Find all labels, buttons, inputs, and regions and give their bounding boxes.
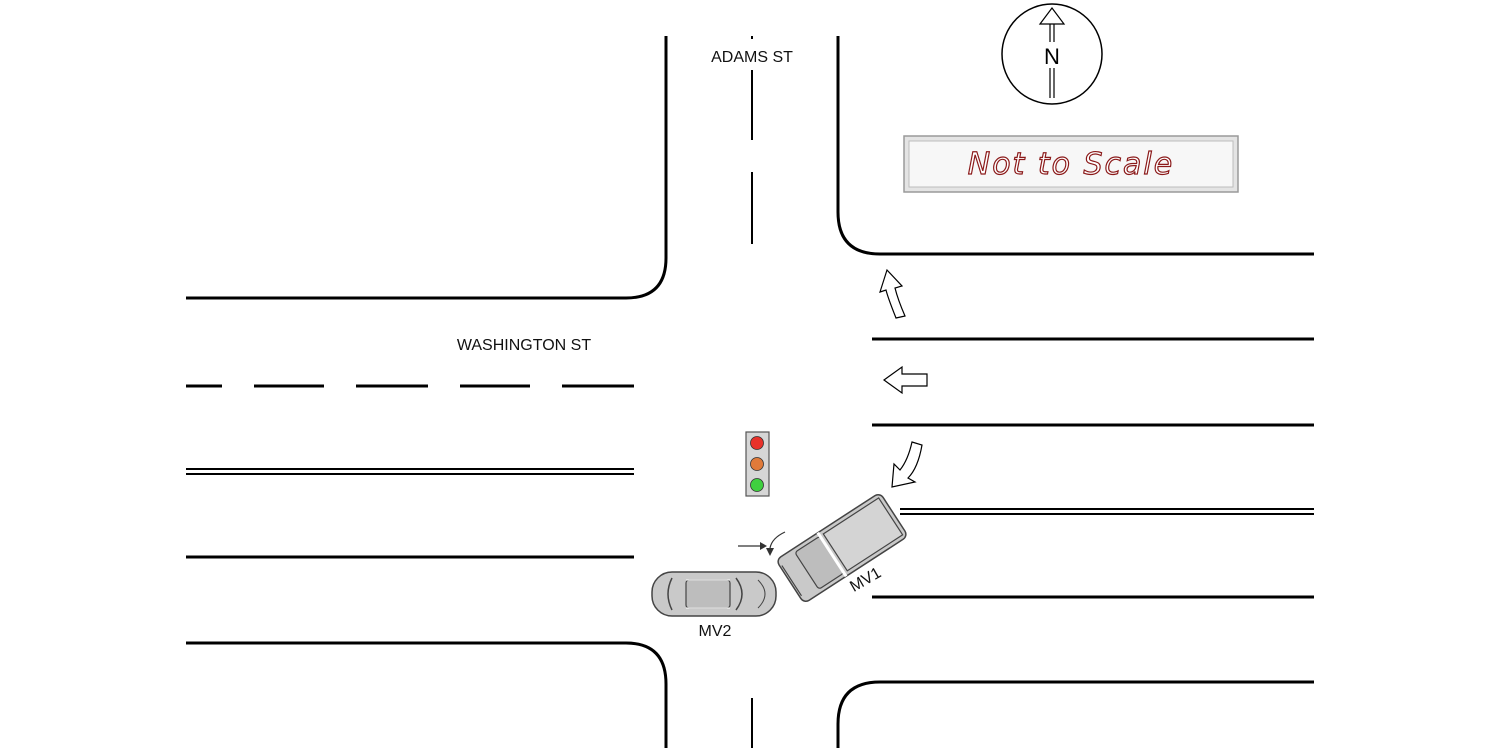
amber-light — [750, 457, 764, 471]
adams-st-label: ADAMS ST — [711, 49, 793, 66]
left-turn-arrow — [891, 441, 923, 488]
red-light — [750, 436, 764, 450]
washington-st-label: WASHINGTON ST — [457, 337, 591, 354]
adams-st-south-east-curb — [836, 680, 1314, 748]
washington-st-east-lane-lines — [872, 337, 1314, 599]
north-arrow-compass: N — [1001, 3, 1103, 105]
mv2-label: MV2 — [699, 623, 732, 640]
compass-letter: N — [1044, 44, 1060, 69]
straight-west-arrow — [882, 365, 928, 395]
adams-st-north-west-curb — [186, 36, 668, 300]
mv2-sedan — [651, 571, 777, 617]
not-to-scale-text: Not to Scale — [968, 147, 1174, 182]
adams-st-south-west-curb — [186, 641, 668, 748]
mv1-pickup-truck — [777, 493, 907, 603]
u-turn-arrow — [879, 268, 906, 319]
washington-st-west-lane-lines — [186, 384, 634, 559]
adams-st-north-east-curb — [836, 36, 1314, 256]
traffic-signal — [745, 431, 770, 497]
impact-indicator — [738, 531, 786, 556]
green-light — [750, 478, 764, 492]
not-to-scale-plaque: Not to Scale — [903, 135, 1239, 193]
